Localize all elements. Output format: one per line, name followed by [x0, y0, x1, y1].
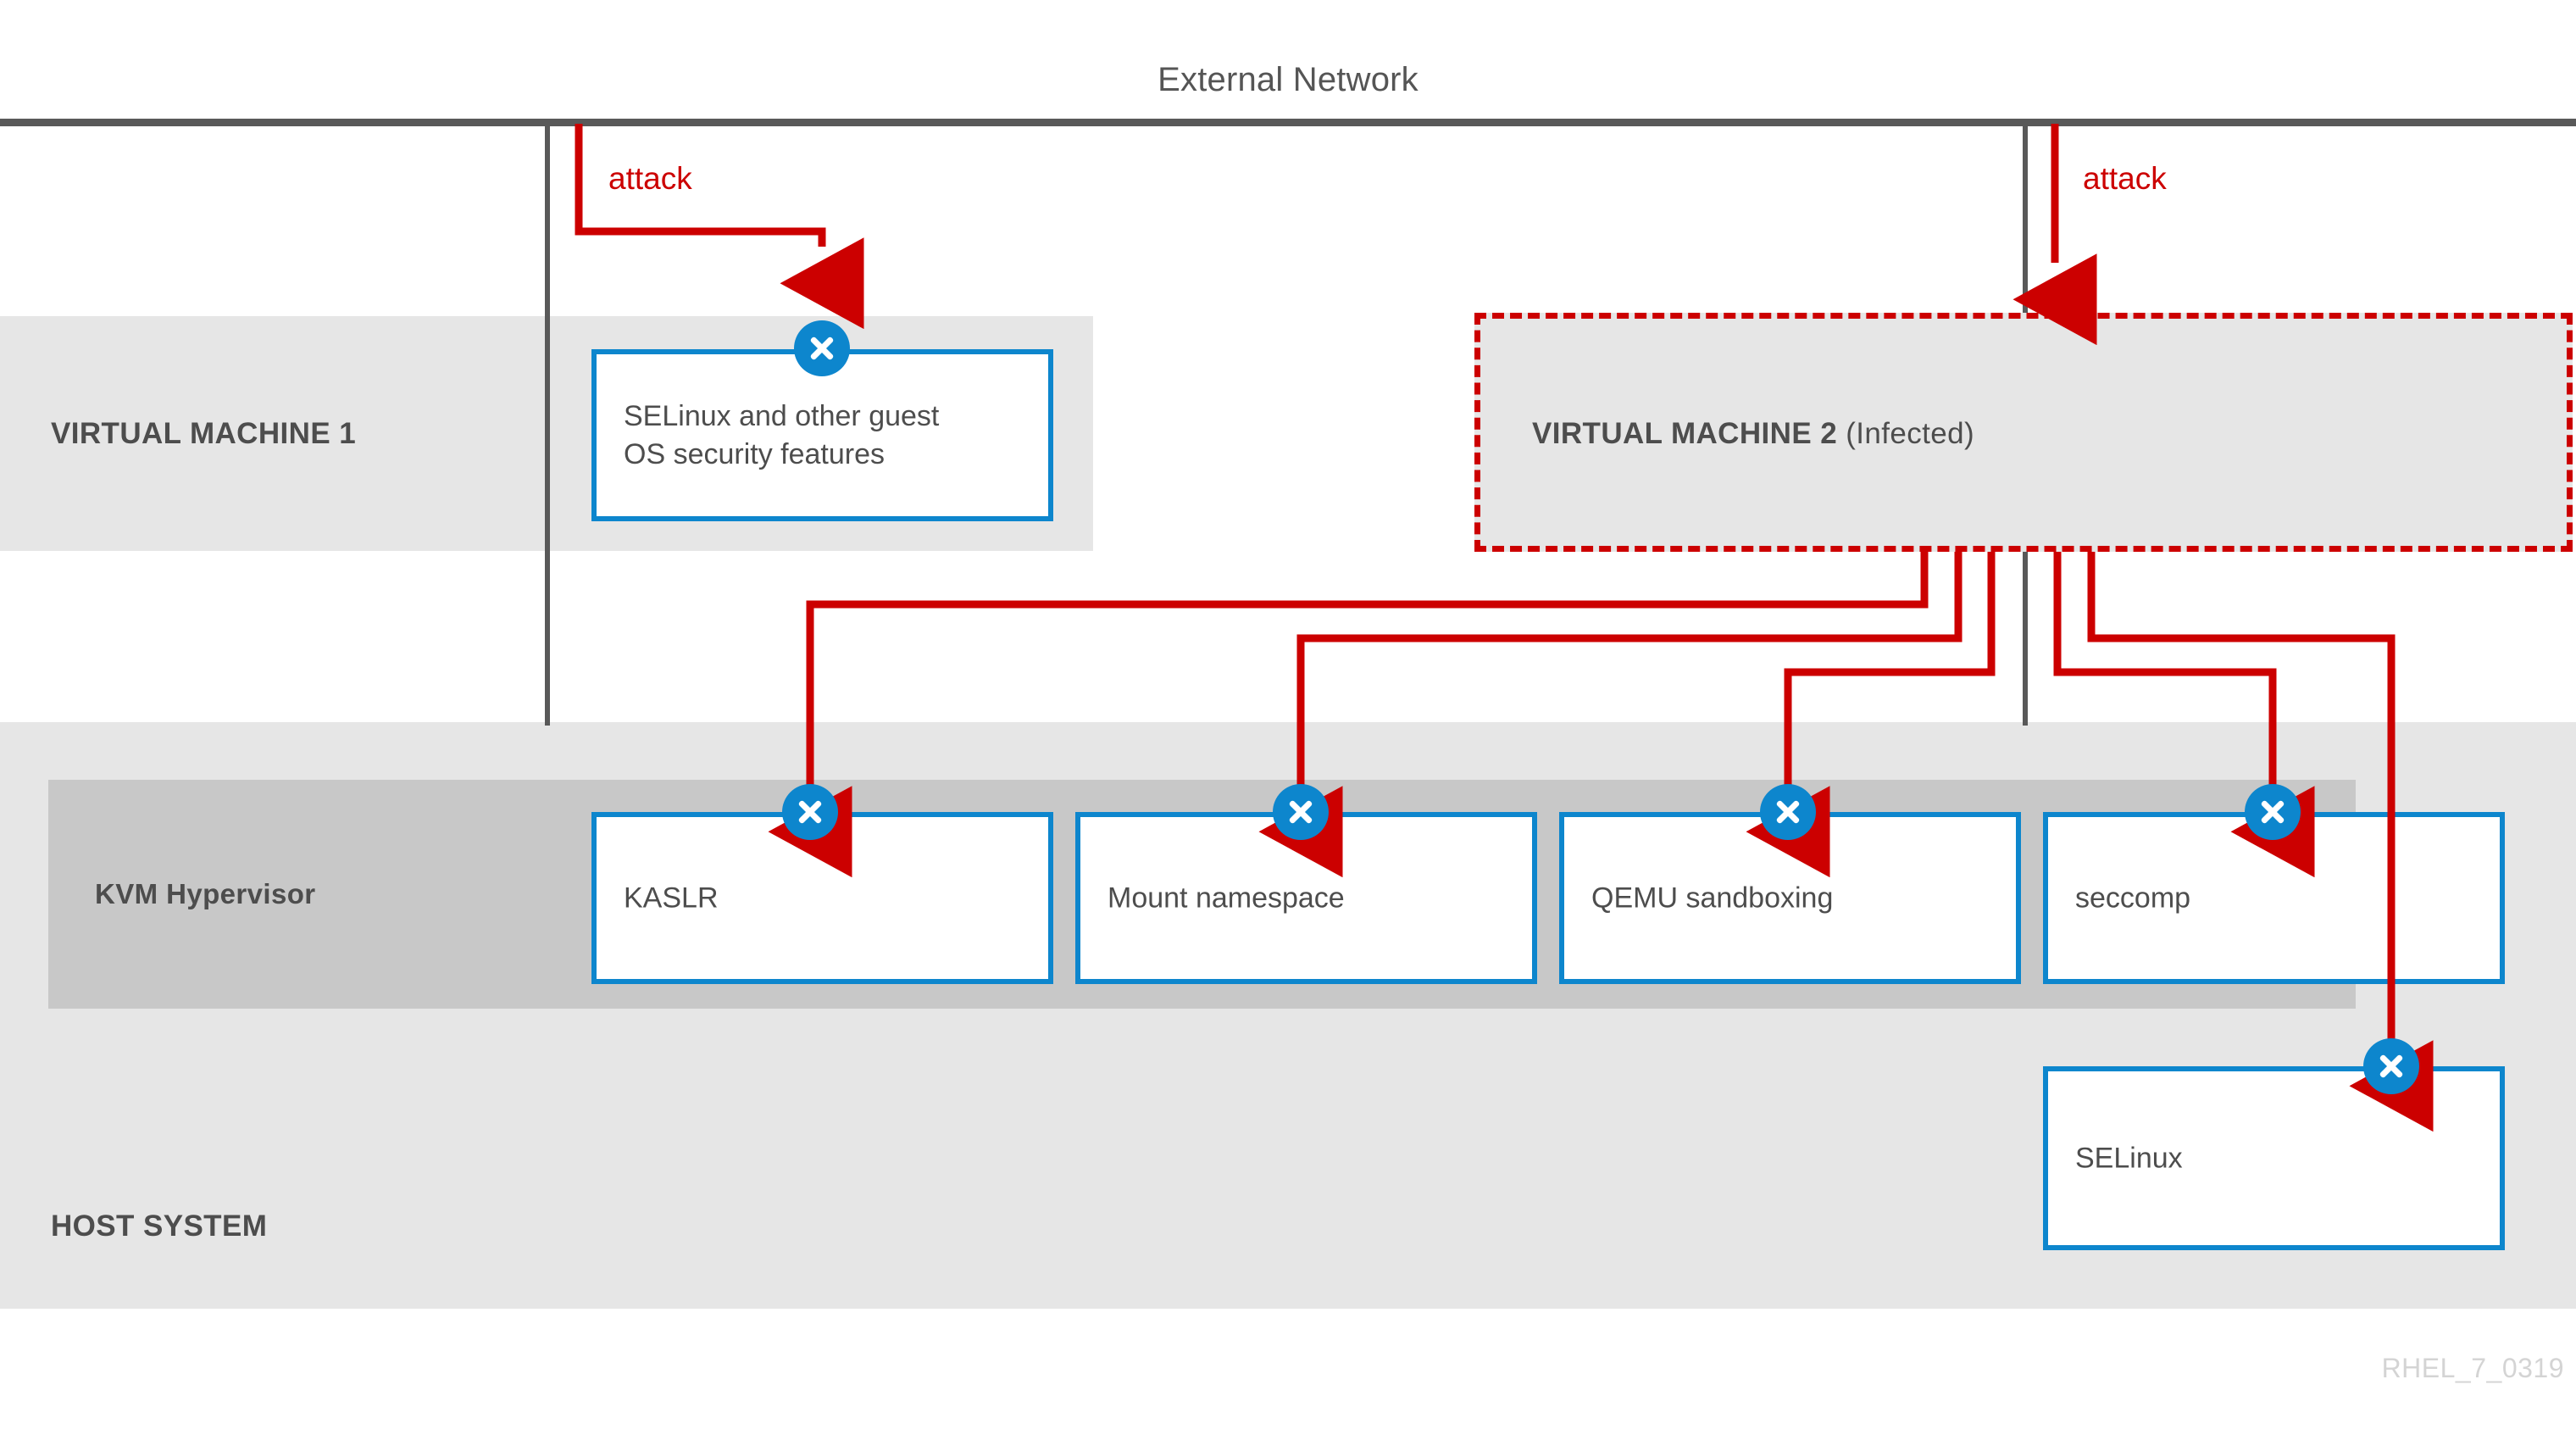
virtual-machine-1-label: VIRTUAL MACHINE 1	[51, 417, 357, 450]
blocked-icon-qemu-sandboxing	[1760, 784, 1816, 840]
network-divider-left	[545, 126, 550, 726]
box-seccomp-label: seccomp	[2075, 881, 2191, 914]
blocked-icon-kaslr	[782, 784, 838, 840]
box-kaslr-label: KASLR	[624, 881, 719, 914]
host-system-label: HOST SYSTEM	[51, 1210, 268, 1243]
virtual-machine-2-label: VIRTUAL MACHINE 2 (Infected)	[1532, 417, 1974, 451]
blocked-icon-seccomp	[2245, 784, 2301, 840]
blocked-icon-guest-os-security	[794, 320, 850, 376]
virtual-machine-2-name: VIRTUAL MACHINE 2	[1532, 417, 1838, 450]
external-network-title: External Network	[1158, 61, 1418, 98]
attack-label-right: attack	[2083, 161, 2167, 196]
box-selinux-host: SELinux	[2043, 1066, 2505, 1250]
box-mount-namespace-label: Mount namespace	[1108, 881, 1345, 914]
kvm-hypervisor-label: KVM Hypervisor	[95, 878, 316, 909]
box-selinux-host-label: SELinux	[2075, 1141, 2183, 1174]
box-guest-os-security-label: SELinux and other guest OS security feat…	[624, 399, 940, 470]
box-qemu-sandboxing-label: QEMU sandboxing	[1591, 881, 1834, 914]
blocked-icon-selinux-host	[2363, 1038, 2419, 1094]
box-guest-os-security: SELinux and other guest OS security feat…	[591, 349, 1053, 521]
blocked-icon-mount-namespace	[1273, 784, 1329, 840]
box-kaslr: KASLR	[591, 812, 1053, 984]
external-network-line	[0, 119, 2576, 126]
attack-label-left: attack	[608, 161, 692, 196]
virtual-machine-2-status: (Infected)	[1837, 417, 1975, 450]
watermark: RHEL_7_0319	[2381, 1353, 2564, 1383]
